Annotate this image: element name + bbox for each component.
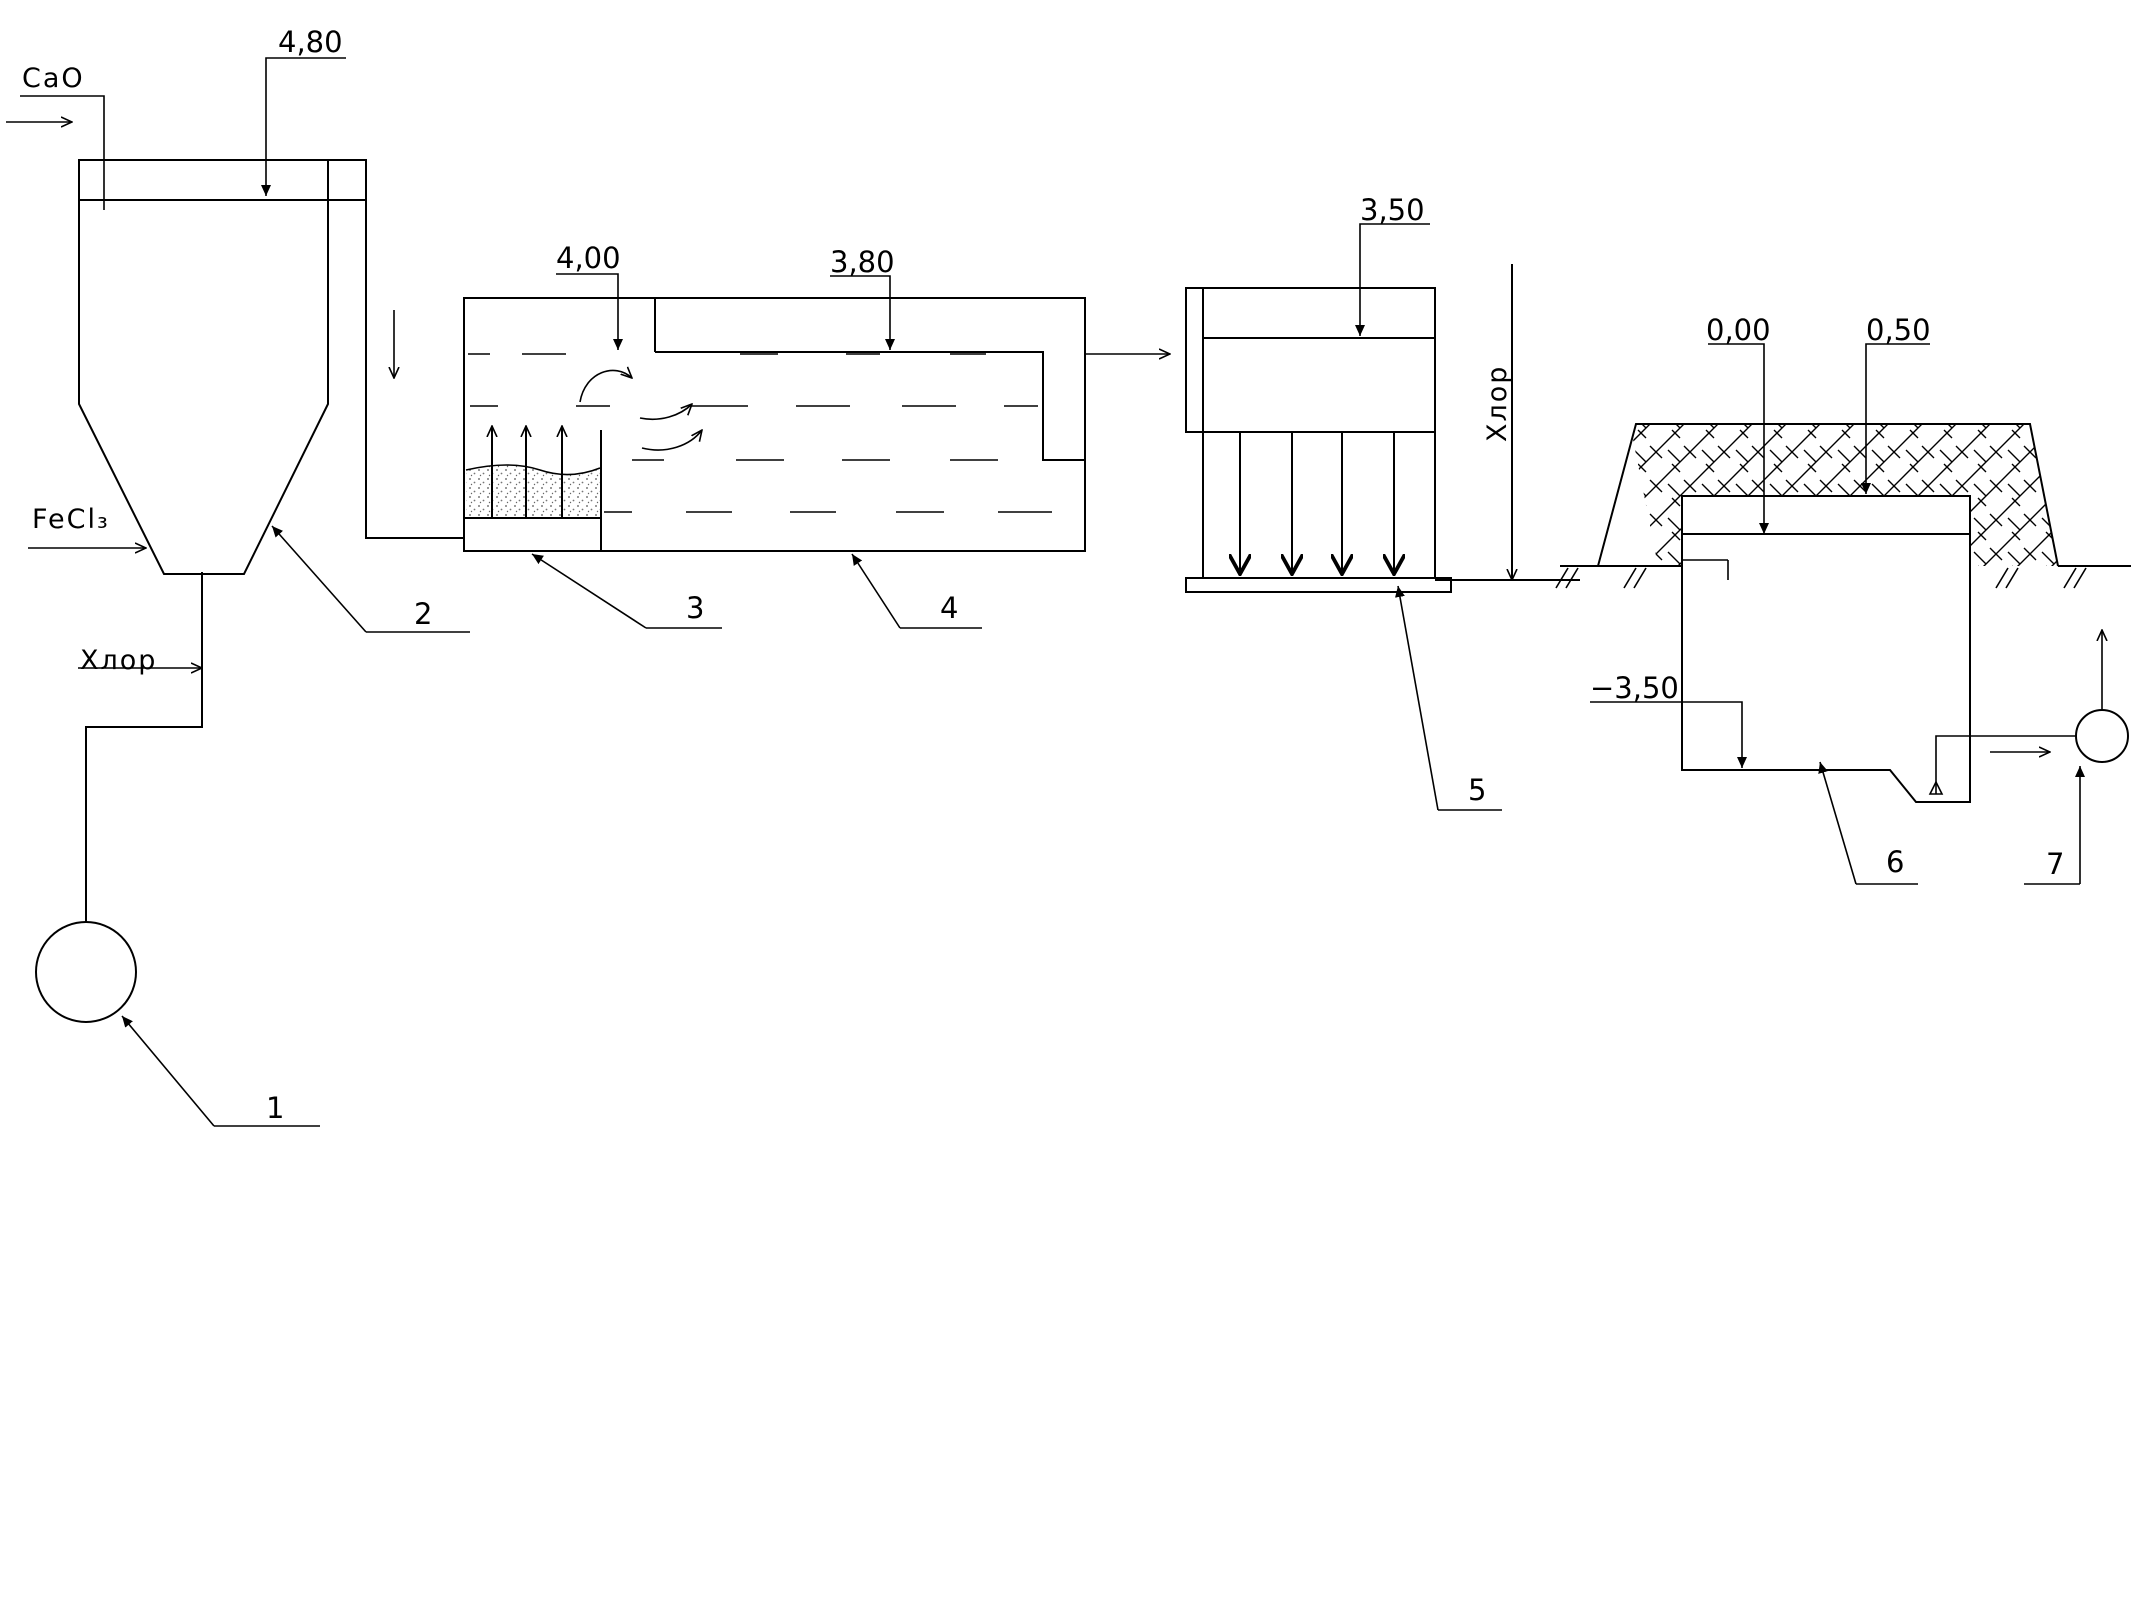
chlorine-label-left: Хлор	[80, 645, 157, 676]
callout-3-label: 3	[686, 591, 704, 625]
callout-5: 5	[1395, 585, 1502, 811]
callout-6: 6	[1818, 761, 1918, 885]
callout-6-label: 6	[1886, 845, 1904, 879]
callout-1: 1	[121, 1015, 320, 1127]
cao-label: CaO	[22, 63, 85, 94]
elevation-3-50-label: 3,50	[1360, 193, 1425, 227]
chlorine-input-left: Хлор	[78, 645, 202, 676]
callout-2: 2	[271, 525, 470, 633]
elevation-mark-minus-3-50: −3,50	[1590, 671, 1747, 768]
reservoir-tank-6	[1681, 495, 2076, 803]
elevation-4-80-label: 4,80	[278, 25, 343, 59]
elevation-mark-0-00: 0,00	[1706, 313, 1771, 534]
fecl3-label: FeCl₃	[32, 504, 110, 535]
mixer-2	[78, 159, 464, 575]
chlorine-label-right: Хлор	[1482, 365, 1513, 442]
sludge-chamber-3	[465, 426, 601, 518]
cao-input: CaO	[6, 63, 105, 210]
elevation-4-00-label: 4,00	[556, 241, 621, 275]
elevation-mark-0-50: 0,50	[1861, 313, 1931, 494]
elevation-mark-3-80: 3,80	[830, 245, 895, 350]
elevation-3-80-label: 3,80	[830, 245, 895, 279]
callout-7-label: 7	[2046, 847, 2064, 881]
elevation-mark-4-00: 4,00	[556, 241, 623, 350]
elevation-0-50-label: 0,50	[1866, 313, 1931, 347]
callout-4-label: 4	[940, 591, 958, 625]
callout-5-label: 5	[1468, 773, 1486, 807]
elevation-mark-3-50: 3,50	[1355, 193, 1430, 336]
callout-2-label: 2	[414, 597, 432, 631]
chlorine-input-right: Хлор	[1482, 264, 1513, 580]
ground-line	[1435, 565, 2131, 589]
callout-1-label: 1	[266, 1091, 284, 1125]
pump-1	[35, 572, 203, 1023]
callout-7: 7	[2024, 766, 2085, 885]
fecl3-input: FeCl₃	[28, 504, 146, 548]
elevation-mark-4-80: 4,80	[261, 25, 346, 196]
filter-5	[1185, 287, 1452, 593]
callout-4: 4	[851, 553, 982, 629]
elevation-minus-3-50-label: −3,50	[1590, 671, 1679, 705]
clarifier-4	[463, 297, 1086, 552]
callout-3: 3	[531, 553, 722, 629]
elevation-0-00-label: 0,00	[1706, 313, 1771, 347]
pump-7	[1990, 630, 2129, 763]
